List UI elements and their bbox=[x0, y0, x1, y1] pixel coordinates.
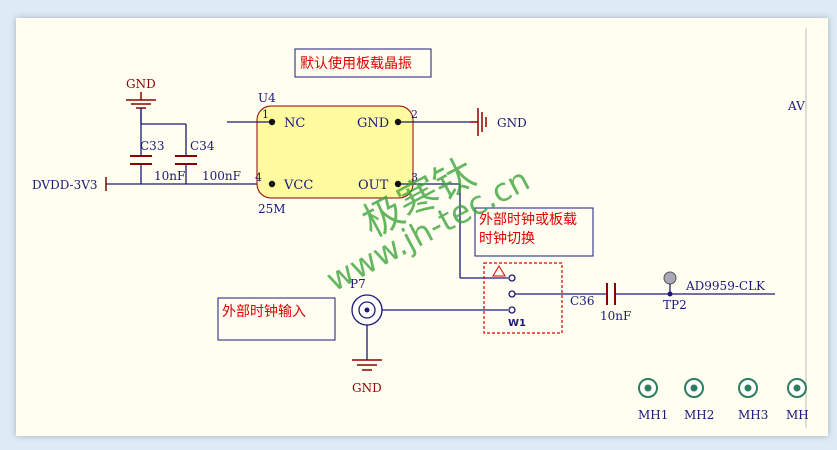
note-switch-line2: 时钟切换 bbox=[479, 230, 535, 247]
c33-ref: C33 bbox=[140, 139, 164, 153]
u4-ref: U4 bbox=[258, 91, 276, 105]
capacitor-c36[interactable] bbox=[606, 283, 616, 305]
c34-value: 100nF bbox=[202, 169, 241, 183]
note-ext-clock: 外部时钟输入 bbox=[217, 297, 336, 341]
p7-ref: P7 bbox=[350, 277, 366, 291]
mounting-hole-mh4[interactable] bbox=[787, 378, 807, 398]
u4-pin2-num: 2 bbox=[411, 108, 418, 121]
mounting-hole-mh3[interactable] bbox=[738, 378, 758, 398]
mh4-label: MH bbox=[786, 408, 809, 422]
note-ext-clock-text: 外部时钟输入 bbox=[222, 303, 306, 320]
gnd-top-label: GND bbox=[126, 77, 156, 91]
wire-vcc bbox=[106, 164, 272, 185]
mounting-hole-mh2[interactable] bbox=[684, 378, 704, 398]
schematic-sheet bbox=[16, 18, 828, 436]
mounting-hole-mh1[interactable] bbox=[638, 378, 658, 398]
u4-pin3-name: OUT bbox=[358, 178, 389, 193]
capacitor-c34[interactable] bbox=[175, 155, 197, 165]
av-partial-label: AV bbox=[787, 99, 805, 113]
u4-pin1-name: NC bbox=[284, 116, 305, 131]
c36-value: 10nF bbox=[600, 309, 631, 323]
gnd-symbol-top bbox=[126, 92, 156, 124]
gnd-bottom-label: GND bbox=[352, 381, 382, 395]
dvdd-label: DVDD-3V3 bbox=[32, 178, 98, 192]
tp2-ref: TP2 bbox=[663, 298, 687, 312]
u4-value: 25M bbox=[258, 202, 286, 216]
gnd-symbol-right bbox=[470, 108, 487, 136]
u4-pin4-name: VCC bbox=[283, 178, 313, 193]
ic-u4[interactable] bbox=[256, 105, 414, 199]
u4-pin3-num: 3 bbox=[411, 171, 418, 184]
mh1-label: MH1 bbox=[638, 408, 668, 422]
mh2-label: MH2 bbox=[684, 408, 714, 422]
gnd-symbol-bottom bbox=[352, 359, 382, 371]
c36-ref: C36 bbox=[570, 294, 594, 308]
u4-pin2-name: GND bbox=[357, 116, 389, 131]
note-default-crystal: 默认使用板载晶振 bbox=[294, 48, 432, 78]
capacitor-c33[interactable] bbox=[130, 155, 152, 165]
note-switch-line1: 外部时钟或板载 bbox=[479, 211, 577, 228]
w1-ref: W1 bbox=[508, 318, 526, 329]
clk-net-label: AD9959-CLK bbox=[685, 279, 766, 293]
wire-p7 bbox=[366, 309, 508, 360]
gnd-right-label: GND bbox=[497, 116, 527, 130]
u4-pin1-num: 1 bbox=[262, 108, 269, 121]
u4-pin-dots bbox=[268, 118, 402, 188]
u4-pin-lines bbox=[227, 121, 470, 185]
mh3-label: MH3 bbox=[738, 408, 768, 422]
c33-value: 10nF bbox=[154, 169, 185, 183]
testpoint-tp2[interactable] bbox=[663, 271, 677, 297]
wire-cap-top bbox=[140, 123, 187, 156]
note-default-crystal-text: 默认使用板载晶振 bbox=[300, 55, 412, 72]
connector-p7[interactable] bbox=[351, 294, 383, 326]
c34-ref: C34 bbox=[190, 139, 215, 153]
note-switch: 外部时钟或板载 时钟切换 bbox=[474, 207, 594, 257]
u4-pin4-num: 4 bbox=[255, 171, 262, 184]
